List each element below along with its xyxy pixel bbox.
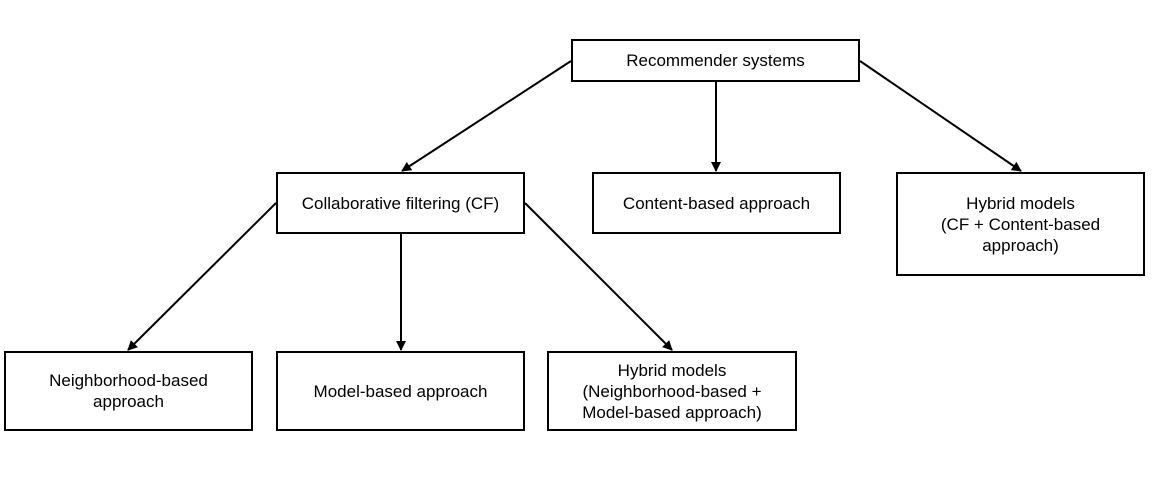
node-model-based: Model-based approach <box>276 351 525 431</box>
edge-root-to-hybrid-cf-content <box>859 60 1022 172</box>
node-hybrid-neighborhood-model: Hybrid models (Neighborhood-based + Mode… <box>547 351 797 431</box>
node-recommender-systems: Recommender systems <box>571 39 860 82</box>
edge-cf-to-neighborhood <box>127 202 277 351</box>
node-content-based-approach: Content-based approach <box>592 172 841 234</box>
node-neighborhood-based: Neighborhood-based approach <box>4 351 253 431</box>
node-collaborative-filtering: Collaborative filtering (CF) <box>276 172 525 234</box>
edge-cf-to-hybrid-nb-model <box>524 202 673 351</box>
node-hybrid-cf-content: Hybrid models (CF + Content-based approa… <box>896 172 1145 276</box>
edge-root-to-cf <box>401 60 572 172</box>
